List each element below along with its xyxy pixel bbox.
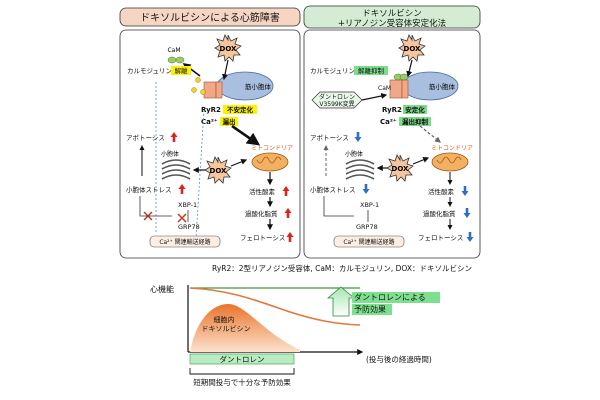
left-ryr2-label: RyR2: [201, 106, 221, 114]
svg-text:ミトコンドリア: ミトコンドリア: [251, 145, 293, 152]
right-ca-path-label: Ca²⁺ 関連輸送経路: [343, 238, 394, 246]
right-panel-title-line2: +リアノジン受容体安定化法: [338, 18, 446, 29]
left-er: 小胞体: [161, 150, 191, 180]
left-grp78: GRP78: [178, 223, 200, 231]
footnote: RyR2：2型リアノジン受容体, CaM：カルモジュリン, DOX：ドキソルビシ…: [212, 263, 472, 273]
right-lipid-label: 過酸化脂質: [423, 209, 456, 218]
left-calmodulin-label: カルモジュリン: [127, 67, 172, 75]
left-panel-header: [119, 7, 301, 27]
time-course-graph: 心機能 (投与後の経過時間) 細胞内 ドキソルビシン ダントロレンによる 予防効…: [150, 284, 440, 387]
left-ryr2-tag: 不安定化: [227, 105, 254, 114]
effect-label-box-line2: [352, 304, 392, 315]
svg-text:小胞体: 小胞体: [161, 150, 179, 158]
effect-label-line1: ダントロレンによる: [354, 292, 426, 302]
svg-text:小胞体: 小胞体: [345, 150, 363, 158]
dantrolene-period-bar: [189, 353, 295, 365]
left-dox-mid: DOX: [204, 156, 232, 184]
right-ros-label: 活性酸素: [428, 187, 455, 196]
right-dox-mid: DOX: [386, 154, 414, 182]
svg-text:DOX: DOX: [210, 167, 228, 175]
left-mitochondria: ミトコンドリア: [251, 145, 293, 172]
left-ca-tag: 漏出: [223, 117, 236, 126]
svg-text:DOX: DOX: [392, 165, 410, 173]
dox-cardiac-function-curve: [189, 287, 361, 326]
right-ryr2-channel: [389, 73, 409, 99]
left-ferroptosis-label: フェロトーシス: [240, 234, 285, 242]
effect-label-line2: 予防効果: [354, 304, 386, 314]
doxorubicin-concentration-area: [190, 304, 300, 352]
left-ca-path-label: Ca²⁺ 関連輸送経路: [159, 238, 210, 246]
dantrolene-period-label: ダントロレン: [220, 354, 265, 364]
left-panel-frame: [119, 29, 301, 259]
effect-up-arrow-icon: [326, 286, 356, 317]
right-ca-tag: 漏出抑制: [402, 117, 429, 126]
left-sr-membrane: 筋小胞体: [216, 71, 274, 101]
effect-label-box-line1: [352, 292, 440, 303]
graph-drug-line1: 細胞内: [214, 315, 235, 324]
left-er-stress-label: 小胞体ストレス: [126, 185, 172, 194]
svg-text:DOX: DOX: [404, 45, 422, 53]
right-sr-membrane: 筋小胞体: [401, 71, 459, 101]
right-xbp1: XBP-1: [360, 201, 379, 209]
svg-text:V3599K変異: V3599K変異: [319, 100, 354, 108]
right-ca-label: Ca²⁺: [380, 118, 397, 126]
right-dox-top: DOX: [398, 34, 426, 62]
svg-text:CaM: CaM: [167, 47, 180, 54]
right-ryr2-tag: 安定化: [405, 105, 425, 114]
graph-drug-line2: ドキソルビシン: [202, 324, 251, 333]
right-ferroptosis-label: フェロトーシス: [418, 234, 463, 242]
right-ryr2-label: RyR2: [382, 106, 402, 114]
right-apoptosis-label: アポトーシス: [310, 134, 349, 142]
graph-xlabel: (投与後の経過時間): [366, 354, 432, 364]
right-mitochondria: ミトコンドリア: [431, 145, 473, 172]
right-dantrolene-box: ダントロレン V3599K変異: [311, 91, 363, 109]
right-sr-label: 筋小胞体: [429, 82, 456, 91]
right-calmodulin-tag: 解離抑制: [358, 66, 385, 75]
svg-text:DOX: DOX: [220, 45, 238, 53]
right-panel: ドキソルビシン +リアノジン受容体安定化法 筋小胞体 CaM DOX カルモジュ…: [303, 5, 481, 259]
svg-text:ミトコンドリア: ミトコンドリア: [431, 145, 473, 152]
left-ryr2-channel: [203, 81, 223, 99]
right-calmodulin-label: カルモジュリン: [310, 67, 355, 75]
svg-text:ダントロレン: ダントロレン: [319, 93, 355, 101]
right-er-stress-label: 小胞体ストレス: [310, 185, 356, 194]
left-ca-dots: [191, 77, 206, 95]
right-panel-header: [303, 5, 481, 29]
right-panel-title-line1: ドキソルビシン: [362, 9, 422, 19]
left-lipid-label: 過酸化脂質: [245, 209, 278, 218]
left-ca-label: Ca²⁺: [201, 118, 218, 126]
left-xbp1: XBP-1: [178, 201, 197, 209]
left-apoptosis-label: アポトーシス: [126, 134, 165, 142]
right-panel-frame: [303, 29, 481, 259]
left-cam: CaM: [167, 47, 185, 64]
left-panel: ドキソルビシンによる心筋障害 筋小胞体 DOX CaM カルモジュリン: [119, 7, 301, 259]
left-sr-label: 筋小胞体: [245, 82, 272, 91]
right-er: 小胞体: [345, 150, 375, 180]
right-cam: CaM: [378, 85, 391, 92]
bracket-caption: 短期間投与で十分な予防効果: [193, 377, 291, 387]
left-dox-top: DOX: [214, 34, 242, 62]
right-grp78: GRP78: [356, 223, 378, 231]
left-ros-label: 活性酸素: [249, 187, 276, 196]
left-calmodulin-tag: 解離: [175, 66, 189, 75]
right-ca-path-box: [333, 235, 405, 248]
left-panel-title: ドキソルビシンによる心筋障害: [140, 11, 280, 24]
left-ca-path-box: [149, 235, 221, 248]
graph-ylabel: 心機能: [150, 284, 174, 294]
short-term-bracket: [189, 368, 295, 375]
